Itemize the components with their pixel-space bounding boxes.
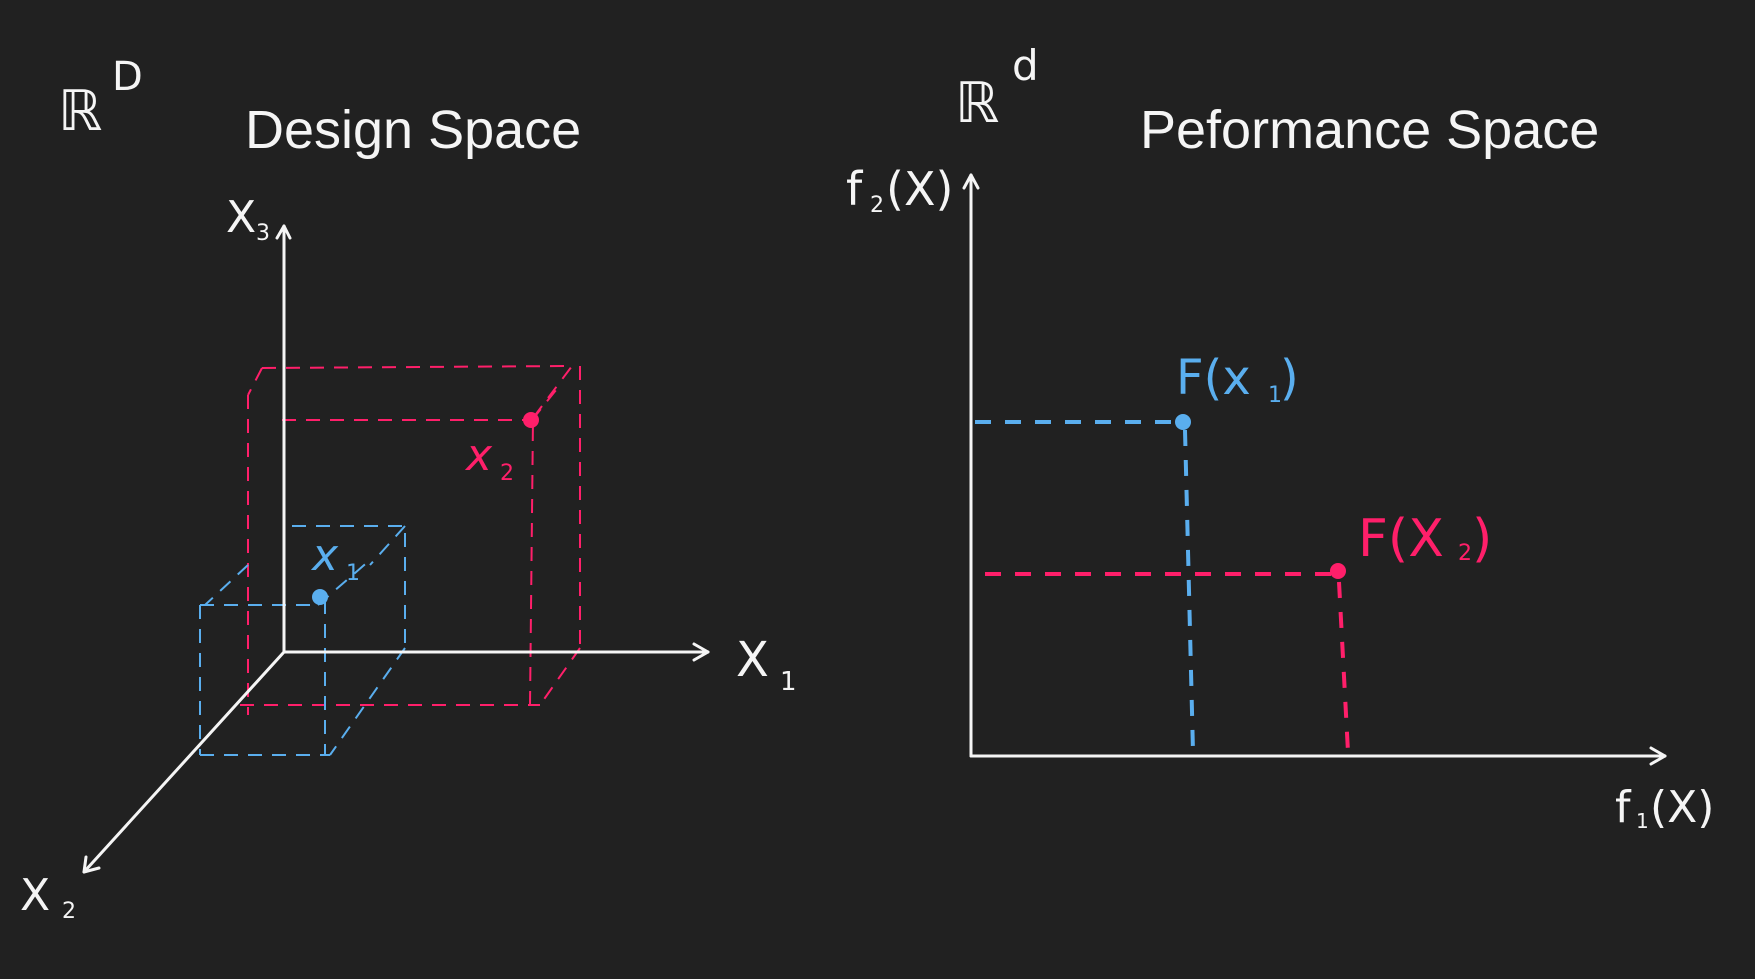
- x1-arrowhead: [692, 642, 710, 662]
- f1-axis-arg: (X): [1650, 782, 1714, 833]
- f1-axis-sub: 1: [1636, 809, 1649, 833]
- f1-arrowhead: [1649, 746, 1667, 766]
- x3-arrowhead: [275, 224, 292, 240]
- x2-axis: [82, 650, 286, 874]
- x2-axis-label: X: [20, 870, 50, 921]
- x1-point-label: x: [310, 530, 339, 581]
- f2-arrowhead: [962, 173, 980, 190]
- design-axes: [82, 224, 710, 874]
- f1-point-vertical-projection: [1183, 429, 1195, 753]
- x2-point-sub: 2: [500, 461, 514, 486]
- design-space-exponent: D: [112, 54, 143, 100]
- x3-axis-sub: 3: [256, 221, 270, 246]
- x1-point-sub: 1: [346, 561, 360, 586]
- design-space-panel: ℝ D Design Space: [20, 54, 797, 924]
- x1-point: [312, 589, 328, 605]
- performance-space-symbol: ℝ: [955, 71, 999, 136]
- performance-space-exponent: d: [1012, 41, 1039, 90]
- f-x2-label: F(X: [1358, 509, 1444, 569]
- performance-space-panel: ℝ d Peformance Space f 2 (X) f 1 (X) F(x…: [846, 41, 1714, 833]
- f2-axis-sub: 2: [870, 193, 884, 218]
- f2-point-vertical-projection: [1337, 581, 1350, 753]
- x2-projection-box: [240, 364, 581, 715]
- design-space-title: Design Space: [245, 100, 581, 160]
- x2-point: [523, 412, 539, 428]
- design-space-symbol: ℝ: [58, 79, 102, 144]
- f-x2-sub: 2: [1458, 541, 1472, 566]
- x1-axis-label: X: [736, 632, 769, 688]
- f-x1-close: ): [1280, 350, 1299, 406]
- x1-axis-sub: 1: [780, 667, 797, 697]
- f-x1-point: [1175, 414, 1191, 430]
- f1-axis-label: f: [1615, 782, 1632, 833]
- f-x1-label: F(x: [1176, 350, 1251, 406]
- performance-axes: [962, 173, 1667, 766]
- x2-point-label: x: [464, 430, 493, 481]
- performance-projections: [975, 420, 1350, 753]
- f-x1-sub: 1: [1268, 383, 1282, 408]
- f2-axis-arg: (X): [886, 162, 953, 216]
- f2-axis-label: f: [846, 162, 864, 216]
- f-x2-point: [1330, 563, 1346, 579]
- x1-projection-box: [199, 525, 406, 756]
- x2-arrowhead: [82, 855, 101, 874]
- x3-axis-label: X: [226, 192, 256, 243]
- f-x2-close: ): [1472, 509, 1492, 569]
- performance-space-title: Peformance Space: [1140, 100, 1599, 160]
- x2-axis-sub: 2: [62, 899, 76, 924]
